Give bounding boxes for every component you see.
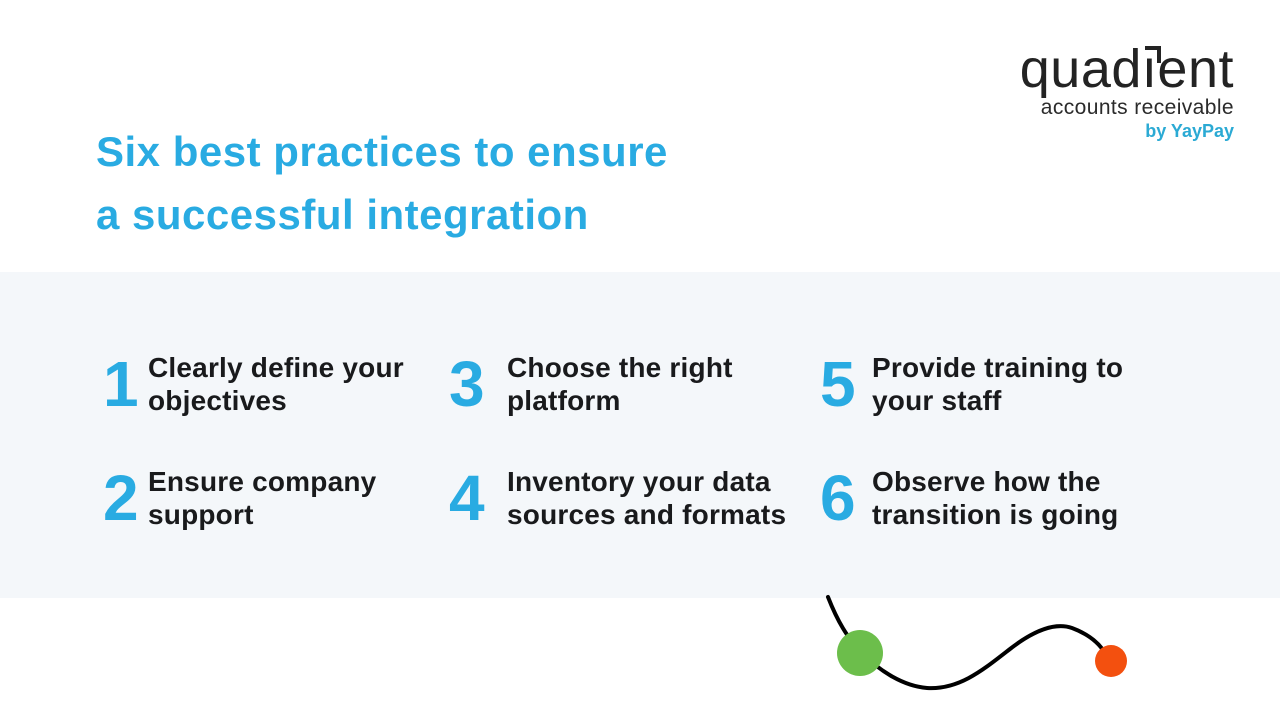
logo-letter-i: ı: [1141, 39, 1161, 99]
logo-dotless-i: ı: [1141, 39, 1158, 99]
corner-bracket-icon: [1144, 46, 1161, 63]
practice-number: 2: [103, 462, 139, 534]
page-title: Six best practices to ensure a successfu…: [96, 128, 668, 238]
logo-brand-prefix: quad: [1019, 39, 1142, 99]
practice-label: Clearly define your objectives: [148, 352, 404, 416]
practice-number: 4: [449, 462, 485, 534]
green-dot-icon: [837, 630, 883, 676]
practice-item-2: 2 Ensure company support: [103, 454, 376, 542]
logo-subtitle: accounts receivable: [1040, 96, 1234, 119]
decorative-wave: [826, 595, 1127, 691]
practice-item-5: 5 Provide training to your staff: [820, 340, 1123, 428]
practice-item-1: 1 Clearly define your objectives: [103, 340, 404, 428]
practice-number: 6: [820, 462, 856, 534]
logo-byline: by YayPay: [1145, 121, 1234, 141]
practice-label: Observe how the transition is going: [872, 466, 1119, 530]
best-practices-panel: [0, 272, 1280, 598]
practice-number: 5: [820, 348, 856, 420]
practice-label: Provide training to your staff: [872, 352, 1124, 416]
practice-item-3: 3 Choose the right platform: [449, 340, 733, 428]
logo-brand-suffix: ent: [1157, 39, 1234, 99]
practice-number: 1: [103, 348, 139, 420]
practice-label: Ensure company support: [148, 466, 377, 530]
practice-label: Inventory your data sources and formats: [507, 466, 787, 530]
practice-label: Choose the right platform: [507, 352, 733, 416]
practice-item-6: 6 Observe how the transition is going: [820, 454, 1118, 542]
practice-number: 3: [449, 348, 485, 420]
practice-item-4: 4 Inventory your data sources and format…: [449, 454, 786, 542]
orange-dot-icon: [1095, 645, 1127, 677]
